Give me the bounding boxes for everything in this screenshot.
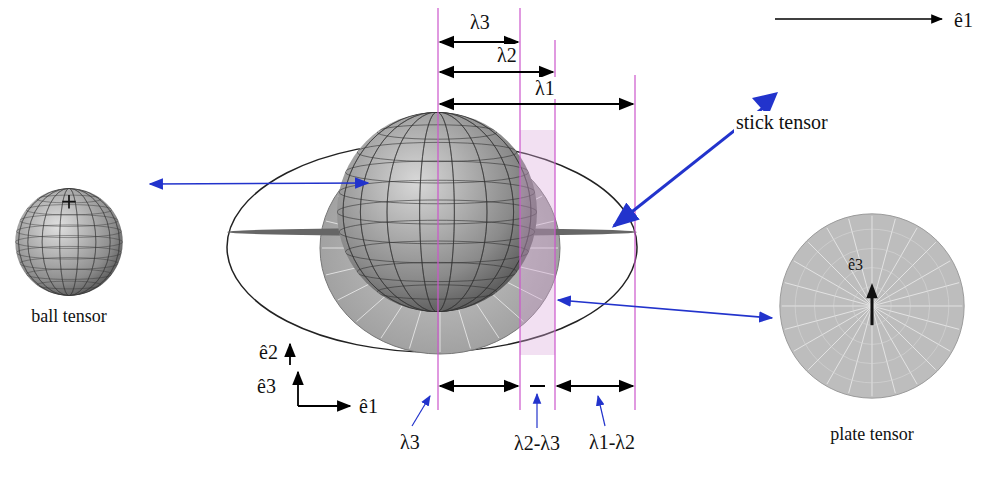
symbol-label: λ3 (398, 431, 422, 453)
leader-lines (412, 394, 605, 428)
tensor-label: ball tensor (8, 306, 130, 327)
axes (290, 344, 350, 406)
symbol-label: λ1 (533, 77, 557, 99)
blue-arrows (150, 104, 772, 318)
symbol-label: λ2-λ3 (512, 432, 562, 454)
ball-part (337, 112, 537, 312)
ball-tensor: ball tensor (8, 186, 130, 327)
sphere-figure (13, 186, 125, 298)
dimension-arrows (440, 42, 633, 386)
tensor-label: plate tensor (772, 424, 972, 445)
symbol-label: λ3 (468, 11, 492, 33)
axis-label: ê3 (848, 256, 863, 274)
axis-arrow (775, 18, 942, 20)
plate-tensor: ê3 plate tensor (772, 210, 972, 445)
symbol-label: ê1 (357, 395, 380, 417)
guide-lines (438, 8, 635, 410)
symbol-label: λ1-λ2 (587, 431, 637, 453)
tensor-label: stick tensor (734, 111, 830, 133)
symbol-label: ê2 (257, 341, 280, 363)
symbol-label: ê3 (255, 375, 278, 397)
symbol-label: λ2 (495, 44, 519, 66)
symbol-label: ê1 (952, 9, 975, 31)
disk-figure (776, 210, 968, 402)
